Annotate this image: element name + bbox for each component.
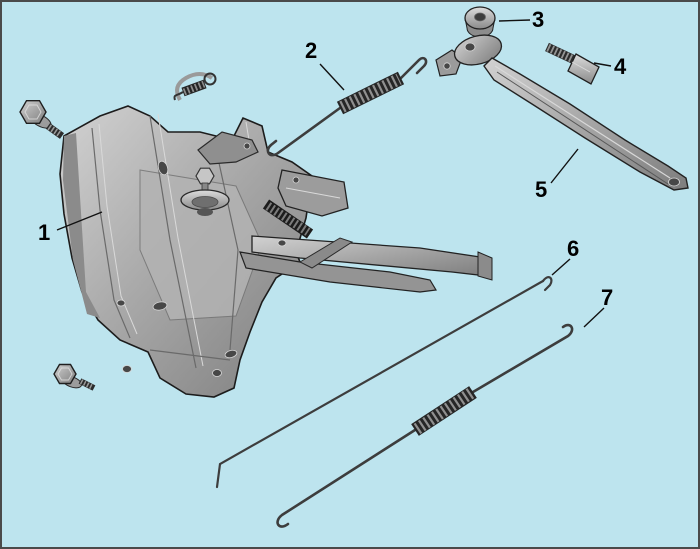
bolt-top-left [19,99,65,139]
spring-7-coils [413,388,475,434]
bolt-bottom-left [53,363,96,391]
box-bracket-hole [292,176,300,184]
spring-clip [173,72,217,101]
bolt-hex-head [19,99,47,125]
callout-6: 6 [567,236,579,261]
part-4-bolt [545,42,600,85]
bolt-head-facet [24,104,42,120]
bolt-head-facet [57,367,73,381]
part-5-lever-arm [435,34,689,191]
cap-hole [474,12,486,22]
part-1-bracket-assembly [59,105,493,398]
part-2-extension-spring [266,56,428,157]
shaft-nut [195,167,215,185]
bracket-rib [98,123,138,335]
spring-clip-bail [175,72,214,101]
control-arm-lower [239,251,437,293]
bracket-rib [149,349,231,361]
leader-7 [583,307,605,328]
rod-6-end-hook [541,276,553,292]
plate-slot [152,301,168,311]
part-6-link-rod [215,276,553,489]
bracket-rib [91,127,131,339]
spring-clip-loop [203,72,217,86]
callout-1: 1 [38,220,50,245]
bolt-threads [47,124,63,138]
lever-tab-hole [443,62,451,70]
bracket-rib [157,113,204,367]
rod-6-body [215,279,545,489]
plate-slot [157,160,169,176]
spring-7-upper-wire-hook [471,323,574,394]
leader-1 [56,211,103,231]
bolt-4-head [567,53,600,85]
callout-3: 3 [532,7,544,32]
callout-2: 2 [305,38,317,63]
plate-hole [212,369,222,377]
callout-labels: 1 2 3 4 5 6 7 [38,7,627,310]
lever-pivot-hole [464,42,476,52]
control-arm-end-tab [477,251,493,281]
leader-5 [550,148,579,184]
arm-hole [277,239,287,247]
small-spring-coils [265,202,311,236]
bellcrank-hole [243,142,251,150]
spring-2-upper-wire-hook [399,56,428,80]
callout-4: 4 [614,54,627,79]
spring-clip-coil-body [181,79,207,97]
lever-shadow-edge [496,71,669,185]
bracket-left-flange [63,133,100,318]
box-bracket-edge [285,187,341,199]
leader-lines [56,19,612,328]
spring-clip-hook [173,91,184,101]
part-3-cap-grommet [464,6,496,38]
spring-7-lower-wire-hook [276,428,417,528]
bracket-rib [213,139,239,351]
plate-slot [224,349,238,359]
lever-end-hole [668,177,680,187]
lever-pivot-lobe [453,34,503,66]
plate-hole [122,365,132,373]
lever-highlight [494,65,671,179]
part-7-rod-spring [276,323,574,528]
plate-hole [116,299,126,307]
control-arm-strut [298,237,354,269]
bolt-threads [79,379,95,390]
bracket-inner-panel [139,169,263,321]
leader-3 [498,19,531,22]
pulley-hub [197,208,213,216]
bracket-rib [149,115,197,369]
leader-4 [593,62,612,67]
bolt-hex-head [53,363,77,385]
leader-6 [551,258,571,276]
pulley-groove [191,196,219,208]
callout-5: 5 [535,177,547,202]
spring-2-lower-wire-hook [266,106,342,157]
bracket-bellcrank [197,131,259,165]
leader-2 [319,63,345,91]
bolt-4-head-edge [571,61,591,73]
spring-2-coils [339,73,402,113]
callout-7: 7 [601,285,613,310]
